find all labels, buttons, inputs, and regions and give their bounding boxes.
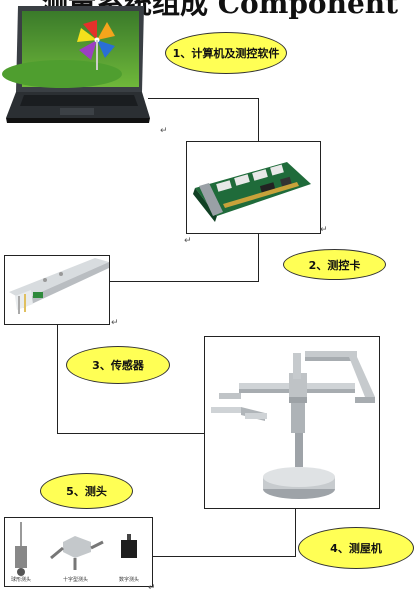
connector-laptop-v	[258, 98, 259, 141]
card-frame	[186, 141, 321, 234]
return-mark: ↵	[160, 126, 168, 136]
laptop-image	[2, 2, 152, 137]
machine-image	[211, 351, 375, 499]
card-image	[193, 162, 311, 222]
return-mark: ↵	[148, 583, 156, 593]
return-mark: ↵	[320, 225, 328, 235]
probe-caption-3: 数字测头	[119, 577, 140, 583]
connector-card-h	[110, 281, 259, 282]
return-mark: ↵	[111, 318, 119, 328]
probe-frame: 球形测头 十字型测头 数字测头	[4, 517, 153, 587]
label-probe: 5、测头	[40, 473, 133, 509]
machine-frame	[204, 336, 380, 509]
probe-image	[15, 522, 137, 576]
label-measuring-machine: 4、测屋机	[298, 527, 414, 569]
return-mark: ↵	[184, 236, 192, 246]
sensor-frame	[4, 255, 110, 325]
connector-card-v	[258, 233, 259, 281]
connector-probe-v	[295, 509, 296, 557]
label-sensor: 3、传感器	[66, 346, 170, 384]
connector-sensor-h	[57, 433, 204, 434]
connector-laptop-h	[148, 98, 258, 99]
label-control-card: 2、测控卡	[283, 249, 386, 280]
connector-probe-h	[152, 556, 295, 557]
sensor-image	[9, 258, 109, 314]
probe-caption-1: 球形测头	[11, 577, 32, 583]
label-computer-software: 1、计算机及测控软件	[165, 32, 287, 74]
probe-caption-2: 十字型测头	[63, 577, 89, 583]
connector-sensor-v	[57, 325, 58, 433]
